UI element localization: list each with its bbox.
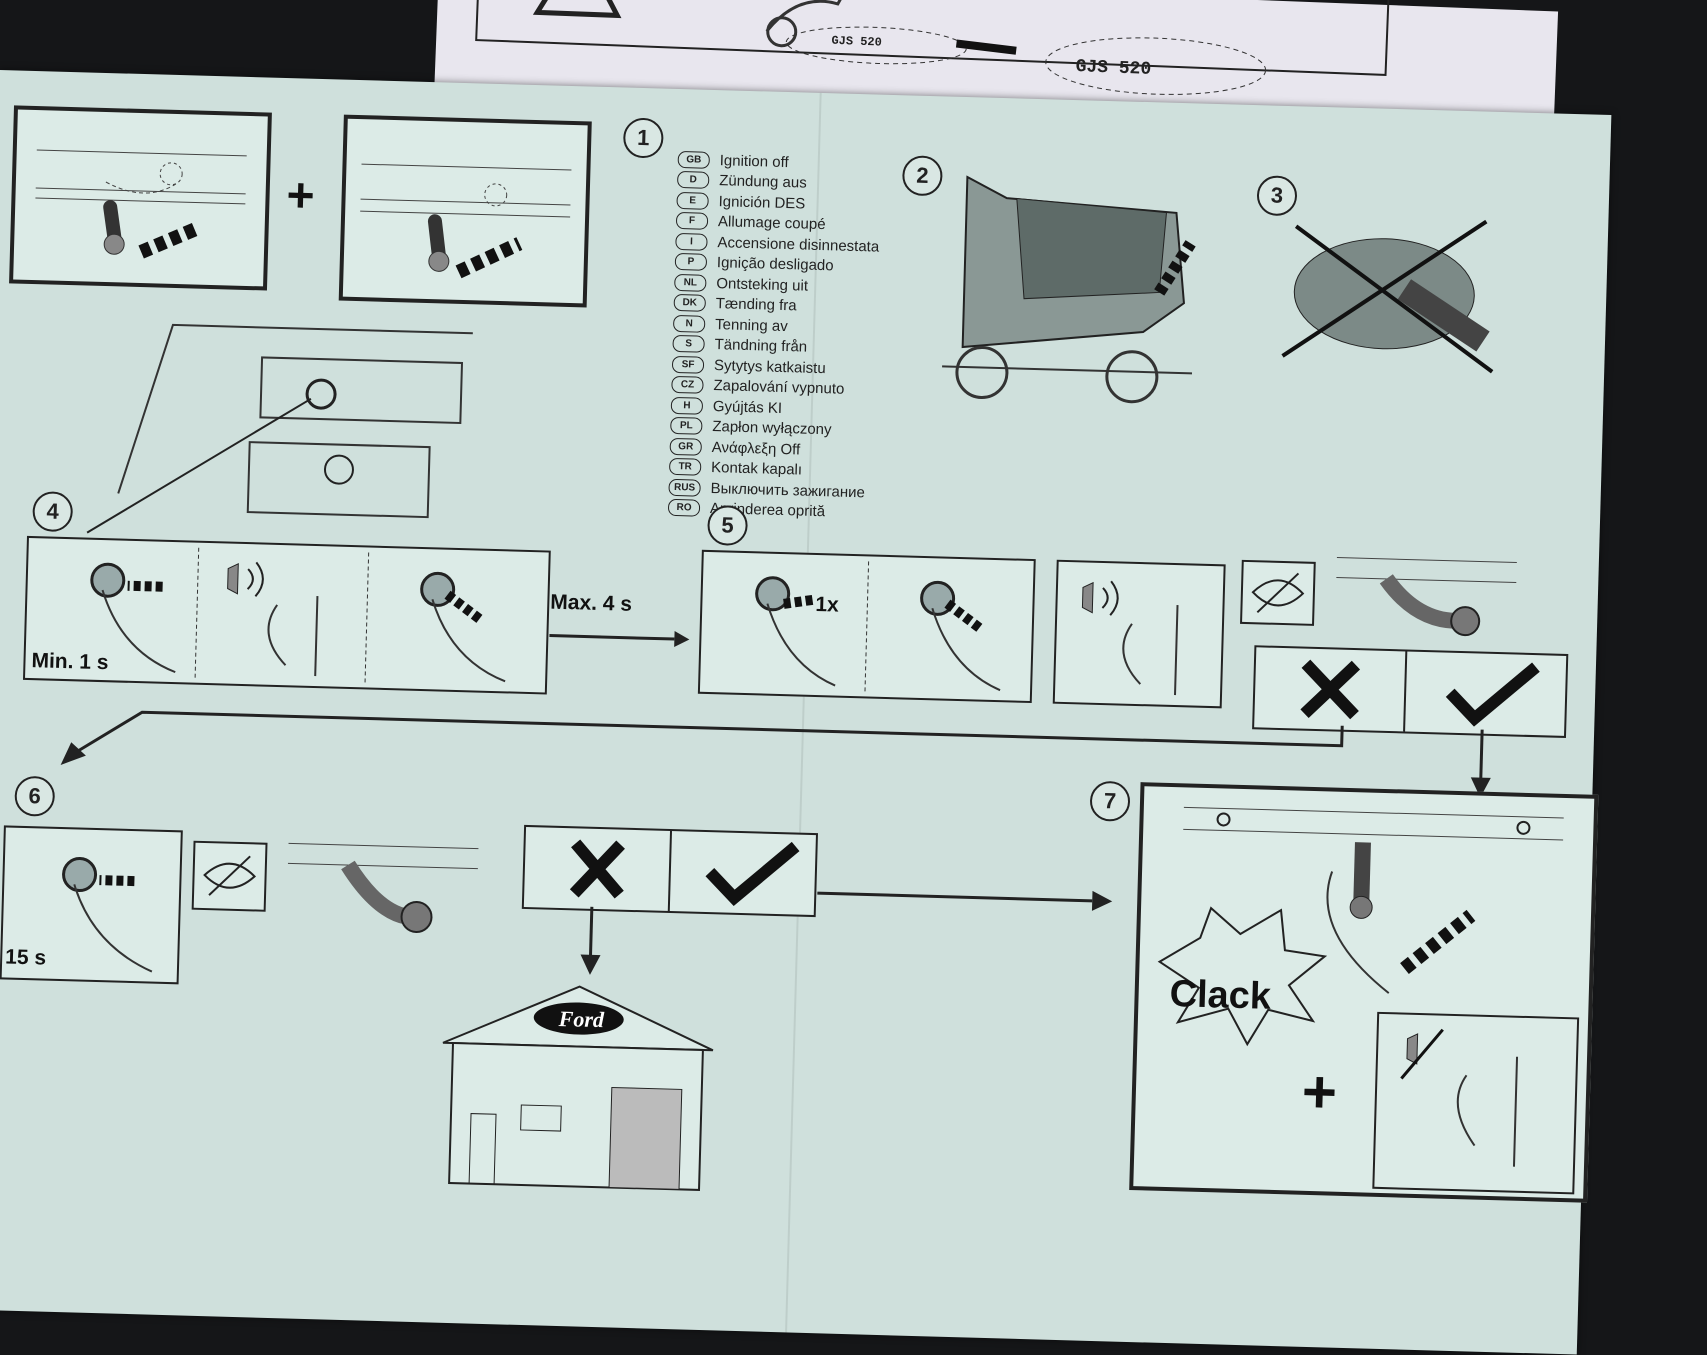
speaker-icon [1081,581,1094,614]
tailgate-button-location-illustration [86,323,473,534]
dealer-workshop-illustration [442,985,714,1191]
check-result-panel-step6 [521,824,819,918]
part-code-small: GJS 520 [831,33,883,50]
step-5-number: 5 [707,504,749,547]
towbar-position-illustration [287,842,479,933]
step-7-number: 7 [1089,780,1131,822]
cross-icon [569,839,625,899]
single-press-panel [697,549,1036,704]
background-instruction-sheet: GJS 520 GJS 520 [433,0,1559,142]
check-visually-panel [1240,559,1316,626]
arrow-right-icon [549,631,690,648]
tow-button-icon [90,562,126,598]
dealer-brand-logo-text: Ford [558,1005,605,1033]
arrow-up-right-icon [455,237,523,279]
maximum-interval-time: Max. 4 s [550,590,633,616]
plus-sign: + [285,169,316,223]
step-1-number: 1 [622,117,664,159]
flow-arrows-step6 [580,890,1113,975]
do-not-wash-towbar-illustration [1281,219,1494,374]
towbar-lock-confirm-panel [1129,782,1599,1203]
hand-icon [101,589,176,674]
minimum-press-time: Min. 1 s [31,649,109,675]
towbar-position-illustration [1336,557,1517,637]
ear-hand-icon [267,596,319,677]
hold-time: 15 s [4,945,47,970]
step-6-number: 6 [14,775,56,817]
arrow-left-icon [136,223,198,260]
towbar-release-panel [9,105,272,291]
cross-out-icon [1281,219,1488,358]
arrow-up-right-icon [1400,909,1476,975]
step-4-number: 4 [32,491,74,533]
step-2-number: 2 [901,155,943,197]
hold-button-panel [0,825,183,985]
plus-sign: + [1301,1057,1338,1126]
towbar-stow-panel [338,114,592,308]
check-icon [1445,662,1540,727]
clack-burst-icon [1157,906,1328,1047]
cross-icon [1300,659,1361,720]
arrow-up-icon [1154,240,1196,296]
hand-icon [1326,871,1390,994]
listen-panel [1052,559,1226,709]
warning-triangle-icon [532,0,622,19]
speaker-icon [227,563,239,595]
part-code-large: GJS 520 [1075,57,1152,80]
check-visually-panel [191,840,268,912]
warning-illustration [475,0,1391,95]
check-icon [705,841,800,907]
flow-arrows [60,710,1491,798]
mute-cross-icon [1400,1028,1444,1080]
arrow-left-icon [955,39,1017,55]
ear-hand-icon [1456,1056,1519,1167]
press-count: 1x [815,592,840,617]
clack-sound-text: Clack [1169,973,1272,1018]
ford-logo [533,1002,624,1035]
press-button-sequence-panel [22,535,551,695]
step-3-number: 3 [1256,175,1298,217]
check-result-panel [1252,645,1569,738]
car-tailgate-open-illustration [942,175,1196,404]
speaker-icon [1406,1033,1419,1065]
ear-hand-icon [1122,605,1179,696]
